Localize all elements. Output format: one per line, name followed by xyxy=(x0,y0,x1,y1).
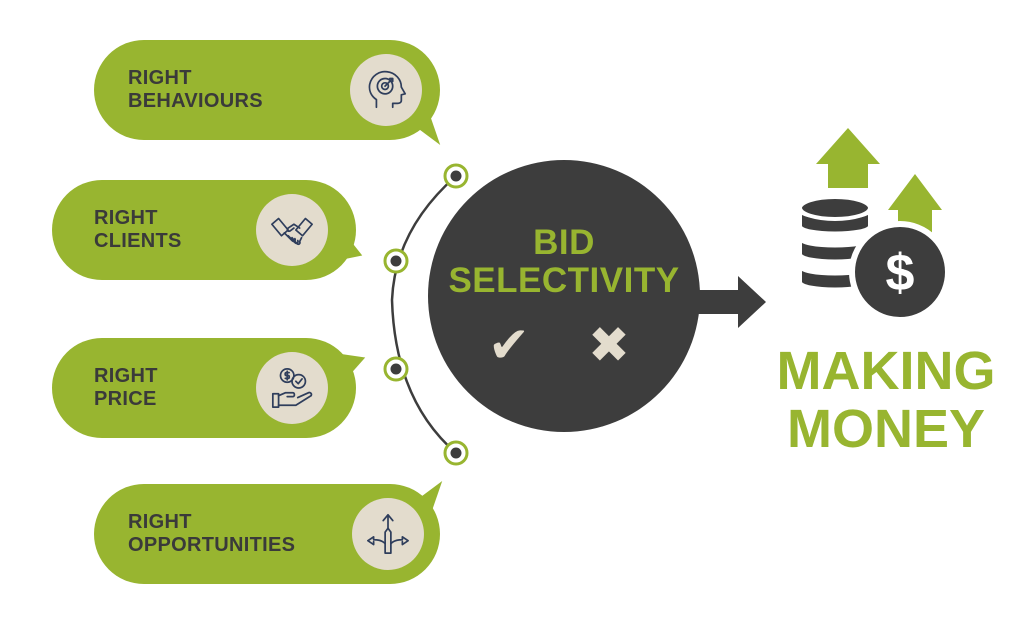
factor-label-line-2: OPPORTUNITIES xyxy=(128,534,296,556)
icon-disc xyxy=(352,498,424,570)
arc-node xyxy=(443,440,469,466)
head-with-target-icon xyxy=(368,70,407,109)
result-title: MAKING MONEY xyxy=(758,342,1014,458)
factor-label: RIGHT OPPORTUNITIES xyxy=(128,484,295,584)
factor-label-line-2: PRICE xyxy=(94,388,157,410)
arc-node xyxy=(383,356,409,382)
factor-label: RIGHT PRICE xyxy=(94,338,158,438)
icon-disc xyxy=(256,352,328,424)
result-title-line-1: MAKING xyxy=(776,341,996,401)
cross-icon: ✖ xyxy=(588,317,630,373)
bid-selectivity-circle: BID SELECTIVITY ✔ ✖ xyxy=(428,160,700,432)
factor-bubble-price: RIGHT PRICE xyxy=(52,338,371,438)
hand-with-coins-icon xyxy=(271,367,313,409)
factor-label-line-1: RIGHT xyxy=(94,365,158,387)
result-title-line-2: MONEY xyxy=(786,399,986,459)
factor-label-line-2: CLIENTS xyxy=(94,230,182,252)
center-title-line-1: BID xyxy=(533,223,595,262)
center-title: BID SELECTIVITY xyxy=(428,224,700,300)
diverging-arrows-icon xyxy=(367,513,409,555)
coins-with-dollar-up-arrows-icon: $ xyxy=(798,128,951,323)
factor-label-line-1: RIGHT xyxy=(128,511,192,533)
arc-node xyxy=(443,163,469,189)
factor-bubble-clients: RIGHT CLIENTS xyxy=(52,180,368,280)
handshake-icon xyxy=(271,217,313,246)
factor-label: RIGHT CLIENTS xyxy=(94,180,182,280)
factor-bubble-opportunities: RIGHT OPPORTUNITIES xyxy=(94,472,448,584)
currency-symbol: $ xyxy=(886,244,915,302)
center-title-line-2: SELECTIVITY xyxy=(448,261,680,300)
arc-node xyxy=(383,248,409,274)
factor-bubble-behaviours: RIGHT BEHAVIOURS xyxy=(94,40,446,154)
right-arrow-icon xyxy=(690,276,766,328)
factor-label-line-1: RIGHT xyxy=(94,207,158,229)
icon-disc xyxy=(256,194,328,266)
factor-label-line-2: BEHAVIOURS xyxy=(128,90,263,112)
icon-disc xyxy=(350,54,422,126)
factor-label-line-1: RIGHT xyxy=(128,67,192,89)
factor-label: RIGHT BEHAVIOURS xyxy=(128,40,263,140)
checkmark-icon: ✔ xyxy=(488,317,530,373)
